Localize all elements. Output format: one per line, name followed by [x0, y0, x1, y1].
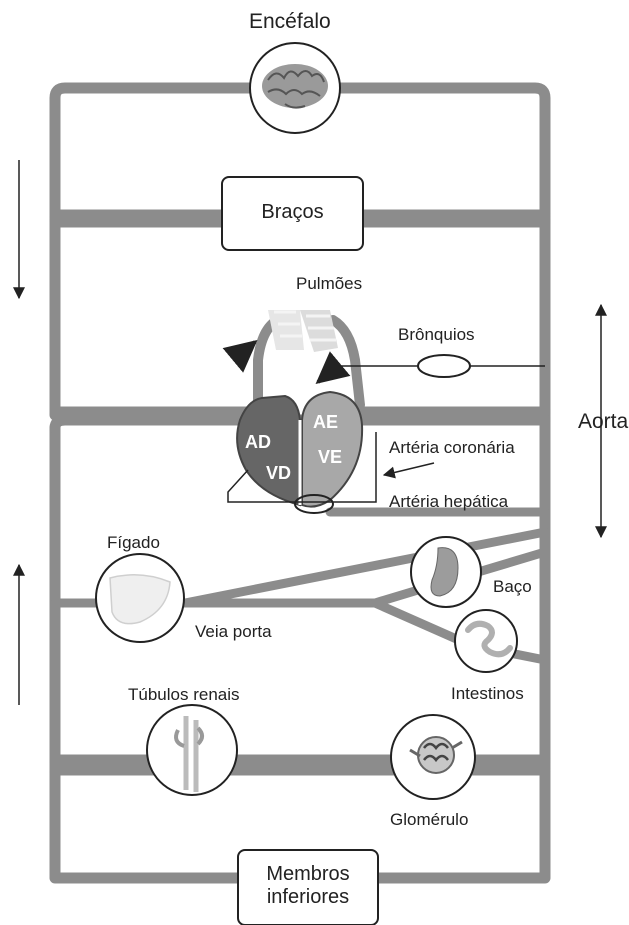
label-intestines: Intestinos	[451, 684, 524, 704]
label-left-atrium: AE	[313, 412, 338, 433]
label-coronary-artery: Artéria coronária	[389, 438, 515, 458]
label-renal-tubules: Túbulos renais	[128, 685, 240, 705]
renal-tubule-node	[147, 705, 237, 795]
label-brain: Encéfalo	[249, 10, 331, 34]
label-lower-limbs: Membros inferiores	[238, 863, 378, 909]
glomerulus-node	[391, 715, 475, 799]
brain-node	[250, 43, 340, 133]
label-lower-limbs-line1: Membros	[238, 863, 378, 886]
label-glomerulus: Glomérulo	[390, 810, 468, 830]
lung-icon	[268, 310, 338, 352]
label-hepatic-artery: Artéria hepática	[389, 492, 508, 512]
spleen-node	[411, 537, 481, 607]
liver-node	[96, 554, 184, 642]
arrow-into-lung-left	[237, 342, 255, 357]
label-lower-limbs-line2: inferiores	[238, 886, 378, 909]
label-portal-vein: Veia porta	[195, 622, 272, 642]
intestine-node	[455, 610, 517, 672]
brain-icon	[262, 64, 328, 108]
label-left-ventricle: VE	[318, 447, 342, 468]
renal-tubule-circle	[147, 705, 237, 795]
label-arms: Braços	[222, 201, 363, 224]
coronary-arrow	[384, 463, 434, 475]
label-lungs: Pulmões	[296, 274, 362, 294]
bronchi-ellipse	[418, 355, 470, 377]
label-spleen: Baço	[493, 577, 532, 597]
label-aorta: Aorta	[578, 410, 628, 434]
label-liver: Fígado	[107, 533, 160, 553]
label-bronchi: Brônquios	[398, 325, 475, 345]
label-right-ventricle: VD	[266, 463, 291, 484]
arrow-out-lung-right	[318, 367, 336, 382]
label-right-atrium: AD	[245, 432, 271, 453]
